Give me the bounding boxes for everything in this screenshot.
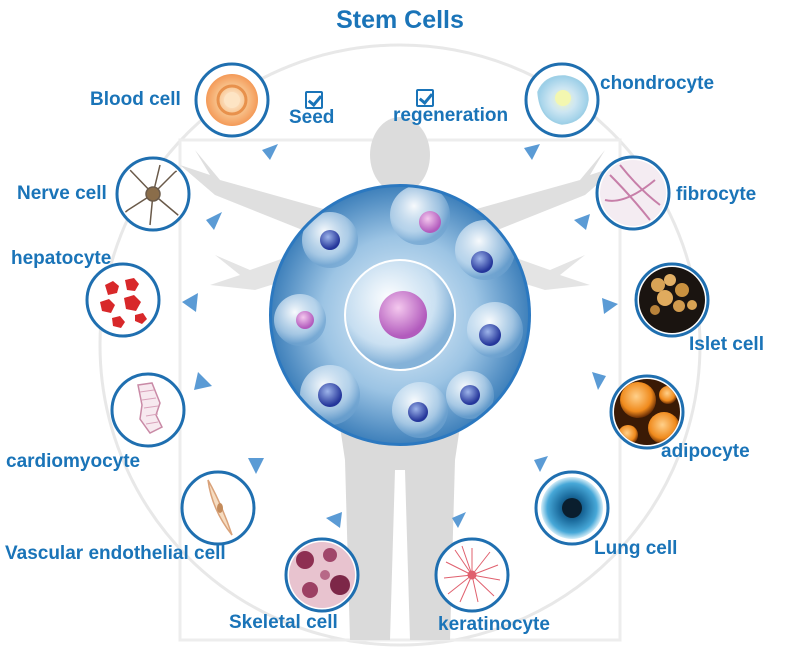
seed-label: Seed	[289, 107, 335, 128]
adipocyte-label: adipocyte	[661, 441, 750, 462]
keratinocyte-icon	[434, 537, 510, 613]
vascular-endothelial-cell-label: Vascular endothelial cell	[5, 543, 226, 564]
regeneration-check-icon	[416, 89, 434, 107]
nerve-cell-icon	[115, 156, 191, 232]
keratinocyte-label: keratinocyte	[438, 614, 550, 635]
fibrocyte-label: fibrocyte	[676, 184, 757, 205]
islet-cell-icon	[634, 262, 710, 338]
cardiomyocyte-label: cardiomyocyte	[6, 451, 141, 472]
lung-cell-label: Lung cell	[594, 538, 678, 559]
nerve-cell-label: Nerve cell	[17, 183, 107, 204]
seed-check-icon	[305, 91, 323, 109]
blood-cell-label: Blood cell	[90, 89, 181, 110]
regeneration-label: regeneration	[393, 105, 509, 126]
chondrocyte-icon	[524, 62, 600, 138]
lung-cell-icon	[534, 470, 610, 546]
page-title: Stem Cells	[336, 6, 464, 34]
direction-arrows	[182, 144, 618, 528]
blood-cell-icon	[194, 62, 270, 138]
chondrocyte-label: chondrocyte	[600, 73, 715, 94]
fibrocyte-icon	[595, 155, 671, 231]
vascular-endothelial-cell-icon	[180, 470, 256, 546]
adipocyte-icon	[609, 374, 685, 450]
cardiomyocyte-icon	[110, 372, 186, 448]
stem-cell-cluster-image	[269, 184, 531, 446]
skeletal-cell-label: Skeletal cell	[229, 612, 338, 633]
skeletal-cell-icon	[284, 537, 360, 613]
islet-cell-label: Islet cell	[689, 334, 764, 355]
hepatocyte-icon	[85, 262, 161, 338]
hepatocyte-label: hepatocyte	[11, 248, 112, 269]
